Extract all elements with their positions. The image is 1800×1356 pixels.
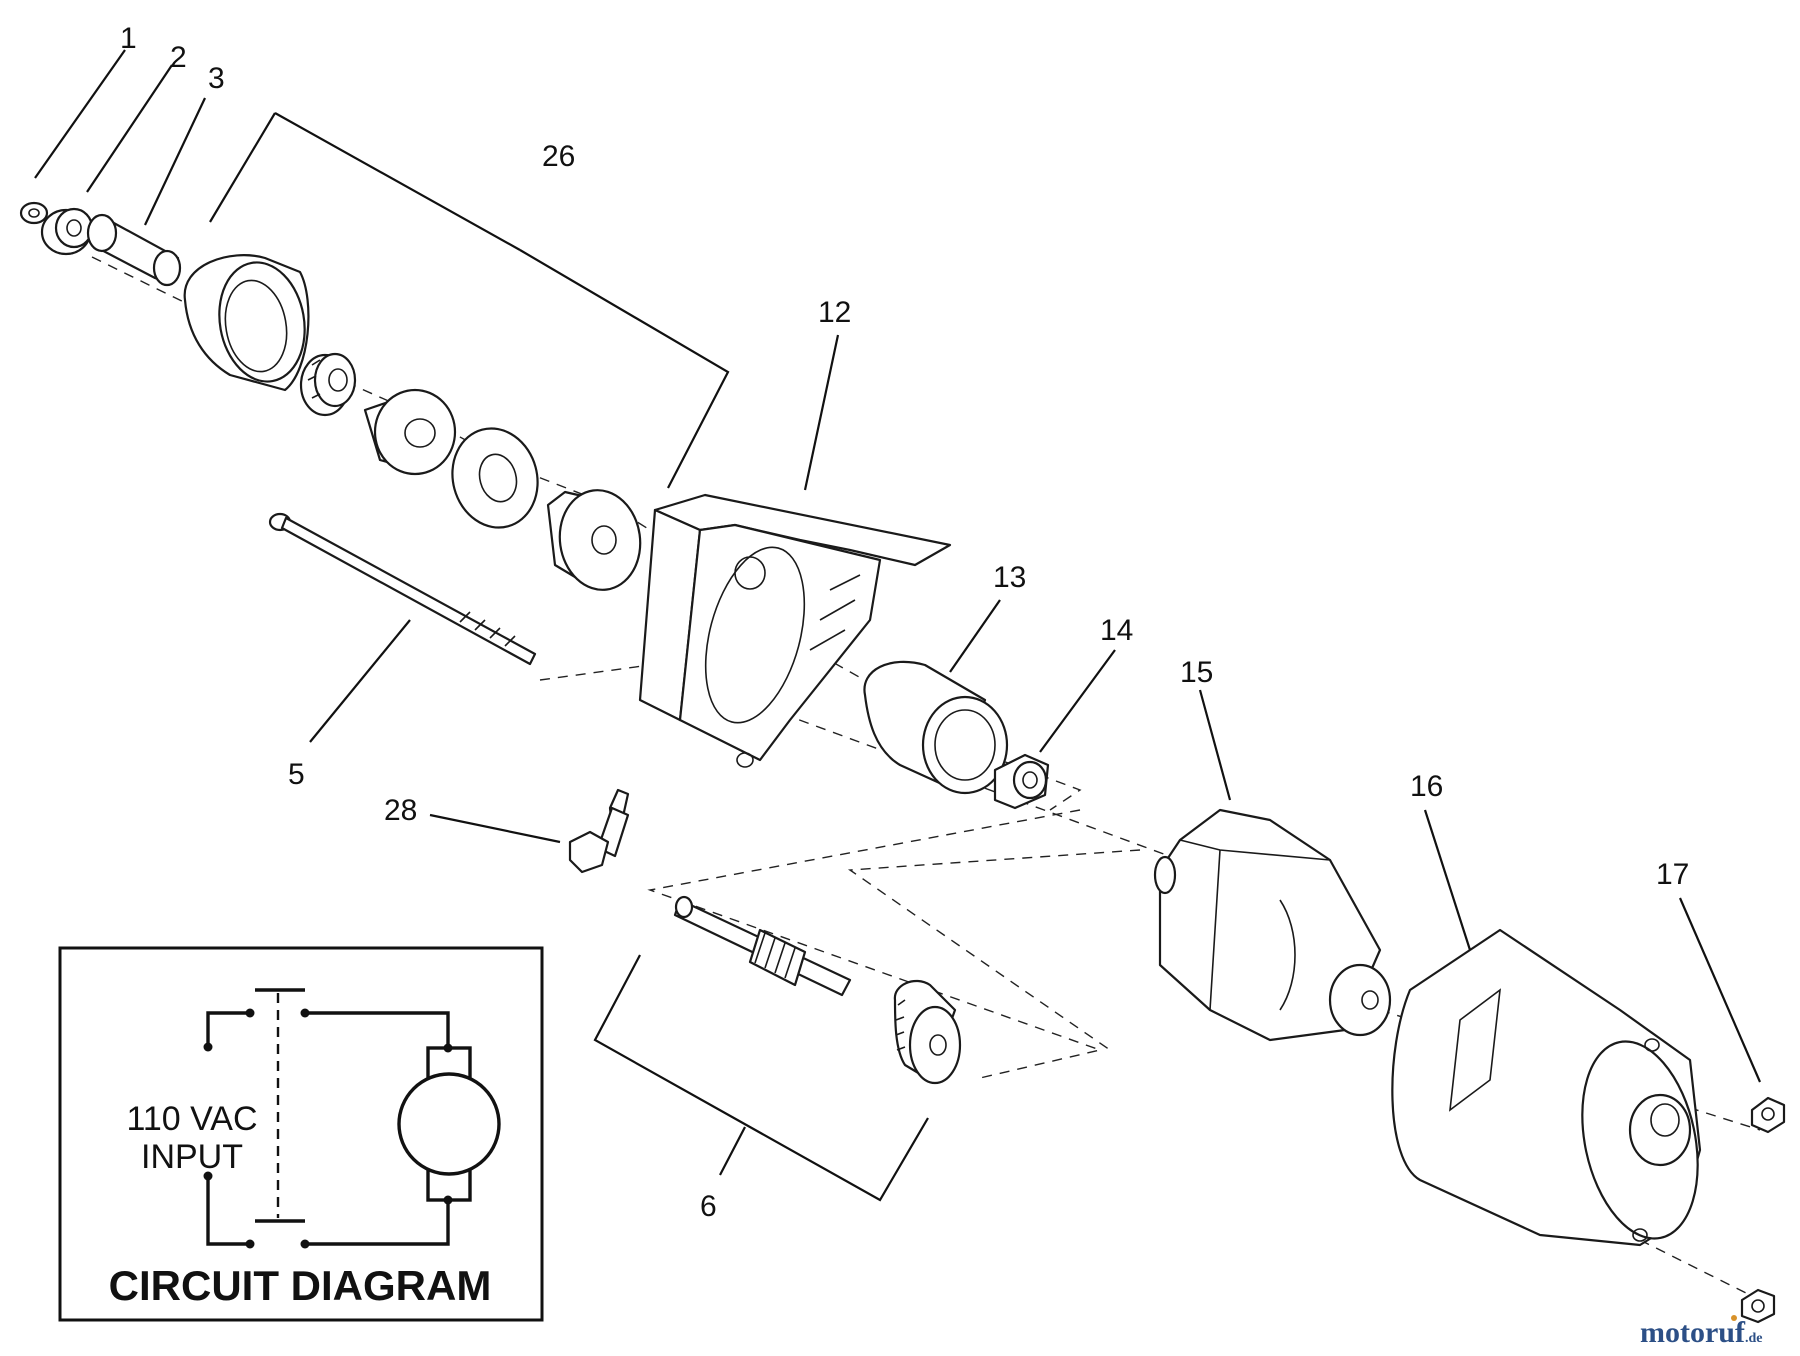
watermark-tld: .de [1745, 1331, 1763, 1346]
label-part-26: 26 [542, 140, 575, 173]
part-17-nut-upper [1750, 1096, 1786, 1134]
part-number-labels: 1 2 3 26 12 13 14 15 16 17 5 28 6 [120, 22, 1689, 1223]
part-15-gearbox [1153, 808, 1392, 1042]
part-17-nut-lower [1740, 1288, 1776, 1324]
label-part-16: 16 [1410, 770, 1443, 803]
label-part-17: 17 [1656, 858, 1689, 891]
part-2-washer [40, 207, 94, 256]
part-16-motor [1391, 928, 1702, 1247]
part-26-pulley [546, 489, 642, 591]
part-26-flat-washer [451, 427, 539, 529]
label-part-28: 28 [384, 794, 417, 827]
label-part-2: 2 [170, 41, 187, 74]
label-part-14: 14 [1100, 614, 1133, 647]
circuit-input-line2: INPUT [141, 1138, 243, 1176]
label-part-13: 13 [993, 561, 1026, 594]
part-6-shaft [673, 895, 852, 997]
label-part-5: 5 [288, 758, 305, 791]
part-3-sleeve [86, 213, 182, 287]
label-part-15: 15 [1180, 656, 1213, 689]
circuit-input-line1: 110 VAC [126, 1100, 257, 1138]
circuit-diagram-box: 110 VAC INPUT CIRCUIT DIAGRAM [58, 946, 544, 1322]
label-part-6: 6 [700, 1190, 717, 1223]
label-part-12: 12 [818, 296, 851, 329]
watermark-brand: motoruf [1640, 1316, 1746, 1349]
part-1-retaining-ring [19, 201, 49, 225]
label-part-3: 3 [208, 62, 225, 95]
label-part-1: 1 [120, 22, 137, 55]
part-26-housing-cup [183, 254, 310, 392]
leader-lines [34, 49, 1762, 1202]
part-13-sleeve [863, 660, 1009, 795]
svg-text:motoruf.de: motoruf.de [1640, 1316, 1762, 1349]
part-14-nut [993, 753, 1050, 810]
part-12-mounting-bracket [638, 493, 952, 768]
part-26-drive-cup [363, 388, 457, 476]
part-5-long-bolt [268, 512, 537, 666]
part-6-gear [893, 979, 962, 1085]
part-28-bolt [568, 788, 630, 874]
circuit-caption: CIRCUIT DIAGRAM [109, 1262, 492, 1309]
watermark-logo: motoruf.de [1640, 1315, 1762, 1349]
part-26-gear-hub [299, 352, 357, 417]
